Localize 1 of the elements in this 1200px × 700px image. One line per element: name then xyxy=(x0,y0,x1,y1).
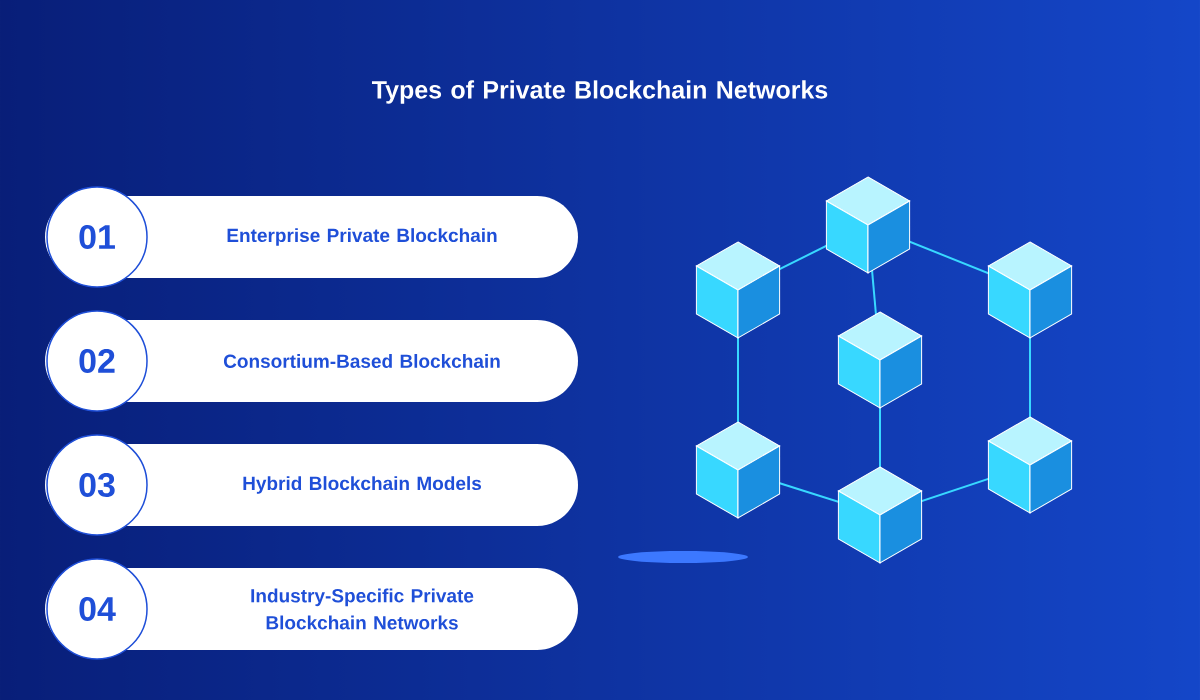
title: Types of Private Blockchain Networks xyxy=(372,80,828,104)
